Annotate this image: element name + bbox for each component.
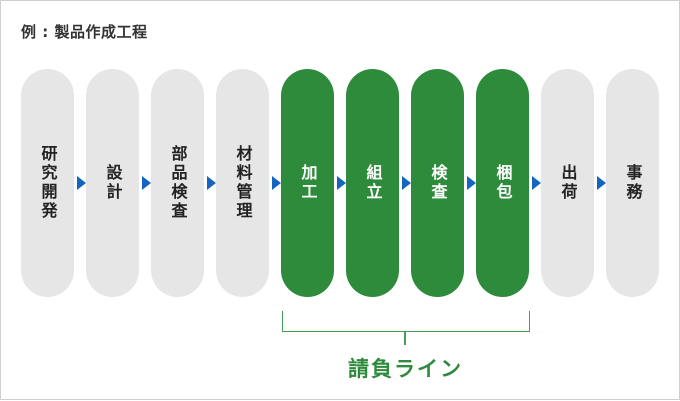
step-parts-inspection: 部品検査 — [151, 69, 204, 297]
arrow-right-icon — [402, 176, 411, 190]
step-label: 出荷 — [558, 164, 578, 202]
arrow-right-icon — [337, 176, 346, 190]
step-label: 研究開発 — [38, 145, 58, 221]
arrow-right-icon — [532, 176, 541, 190]
step-label: 材料管理 — [233, 145, 253, 221]
step-label: 設計 — [103, 164, 123, 202]
step-design: 設計 — [86, 69, 139, 297]
contract-line-bracket — [282, 311, 530, 332]
step-assembly: 組立 — [346, 69, 399, 297]
step-label: 検査 — [428, 164, 448, 202]
arrow-right-icon — [77, 176, 86, 190]
arrow-right-icon — [207, 176, 216, 190]
step-label: 組立 — [363, 164, 383, 202]
step-packing: 梱包 — [476, 69, 529, 297]
bracket-tick — [404, 332, 406, 345]
step-processing: 加工 — [281, 69, 334, 297]
step-inspection: 検査 — [411, 69, 464, 297]
contract-line-label: 請負ライン — [348, 357, 463, 381]
step-material-management: 材料管理 — [216, 69, 269, 297]
arrow-right-icon — [142, 176, 151, 190]
step-shipping: 出荷 — [541, 69, 594, 297]
step-label: 加工 — [298, 164, 318, 202]
step-label: 梱包 — [493, 164, 513, 202]
arrow-right-icon — [467, 176, 476, 190]
diagram-title: 例 : 製品作成工程 — [21, 23, 148, 41]
step-label: 部品検査 — [168, 145, 188, 221]
arrow-right-icon — [597, 176, 606, 190]
step-label: 事務 — [623, 164, 643, 202]
arrow-right-icon — [272, 176, 281, 190]
step-research: 研究開発 — [21, 69, 74, 297]
step-office-work: 事務 — [606, 69, 659, 297]
